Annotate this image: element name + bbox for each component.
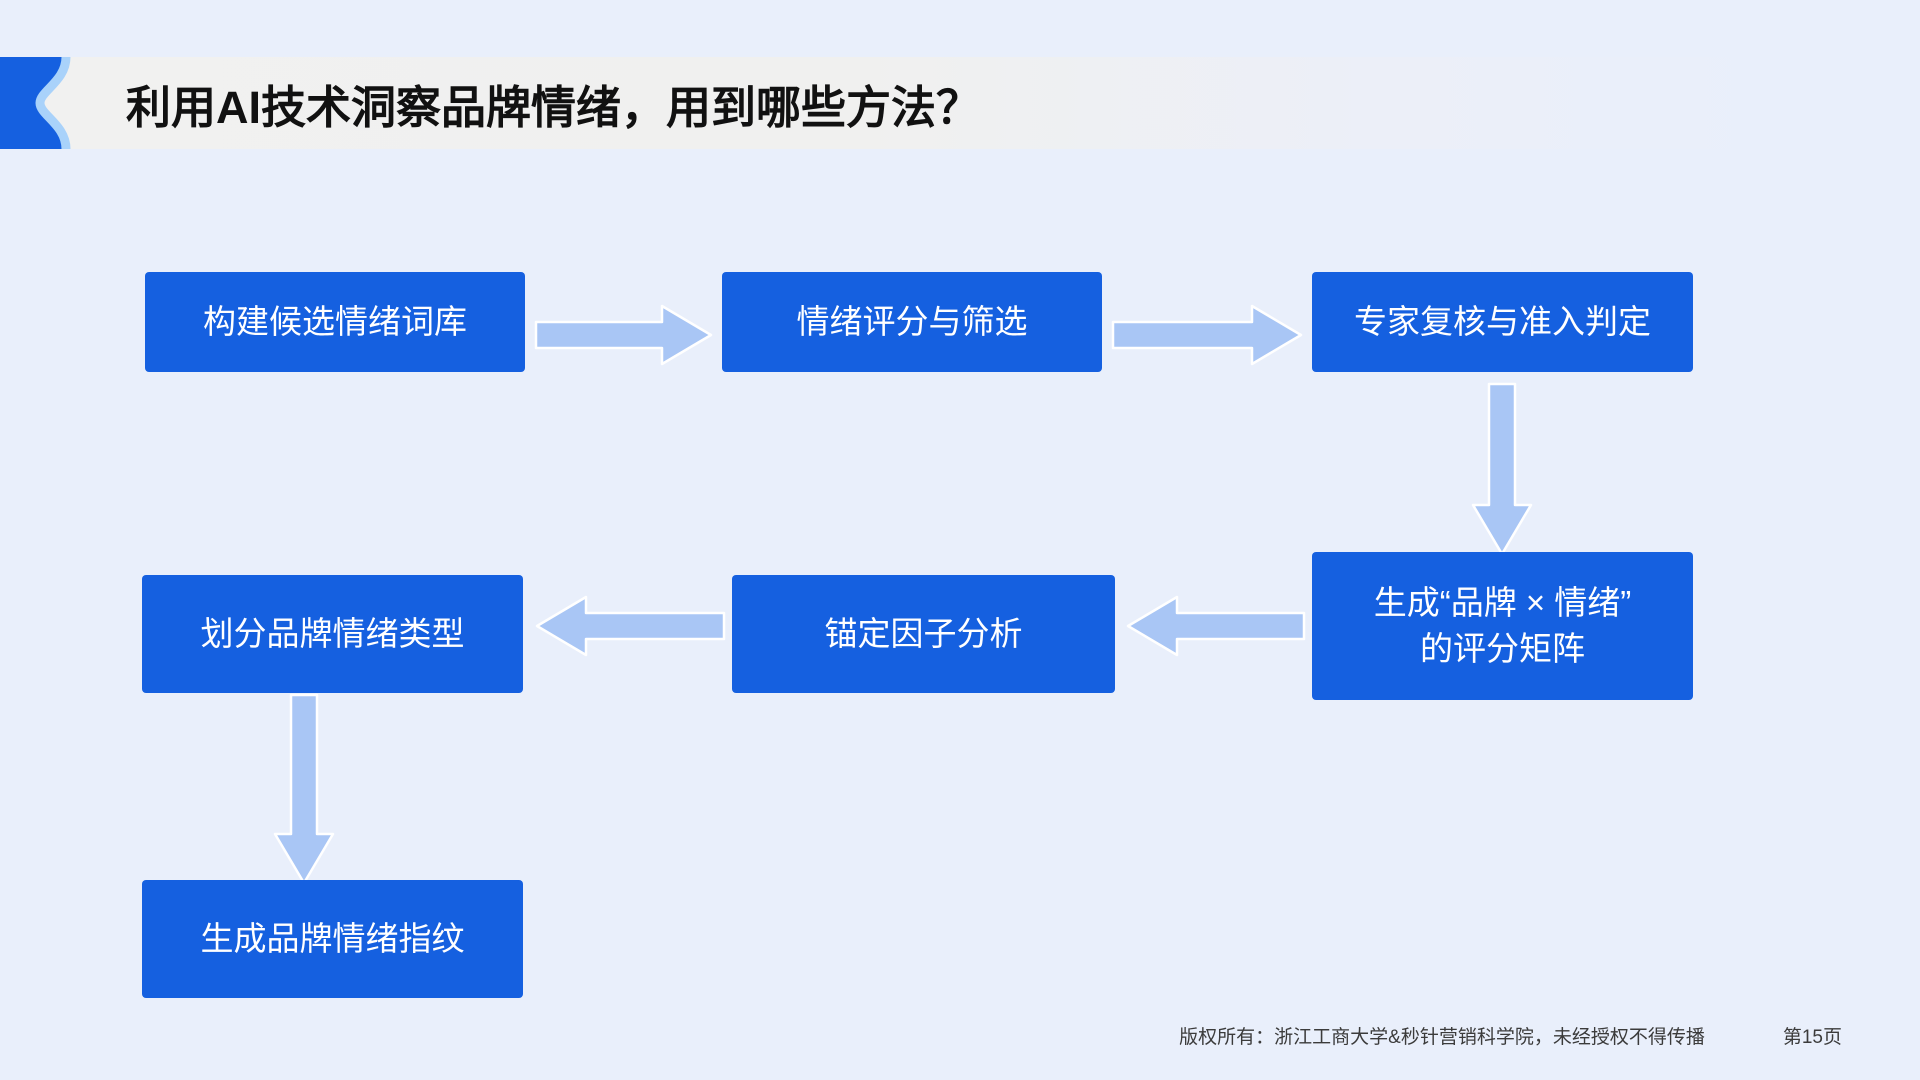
arrow-down-1	[1471, 382, 1533, 556]
arrow-right-2	[1111, 304, 1303, 366]
flow-node-sentiment-scoring[interactable]: 情绪评分与筛选	[722, 272, 1102, 372]
flow-node-score-matrix[interactable]: 生成“品牌 × 情绪” 的评分矩阵	[1312, 552, 1693, 700]
flow-node-build-lexicon[interactable]: 构建候选情绪词库	[145, 272, 525, 372]
flow-node-anchor-factor-analysis[interactable]: 锚定因子分析	[732, 575, 1115, 693]
footer-copyright: 版权所有：浙江工商大学&秒针营销科学院，未经授权不得传播	[1179, 1026, 1705, 1048]
header-band	[0, 57, 1920, 149]
flow-node-sentiment-fingerprint[interactable]: 生成品牌情绪指纹	[142, 880, 523, 998]
arrow-down-2	[273, 693, 335, 885]
header-wave-decoration	[0, 52, 100, 154]
arrow-right-1	[534, 304, 713, 366]
footer-page-number: 第15页	[1782, 1026, 1842, 1048]
page-title: 利用AI技术洞察品牌情绪，用到哪些方法？	[126, 81, 982, 133]
footer: 版权所有：浙江工商大学&秒针营销科学院，未经授权不得传播 第15页	[0, 1018, 1920, 1052]
flow-node-classify-brand-sentiment[interactable]: 划分品牌情绪类型	[142, 575, 523, 693]
arrow-left-2	[535, 595, 726, 657]
flow-node-expert-review[interactable]: 专家复核与准入判定	[1312, 272, 1693, 372]
arrow-left-1	[1126, 595, 1306, 657]
